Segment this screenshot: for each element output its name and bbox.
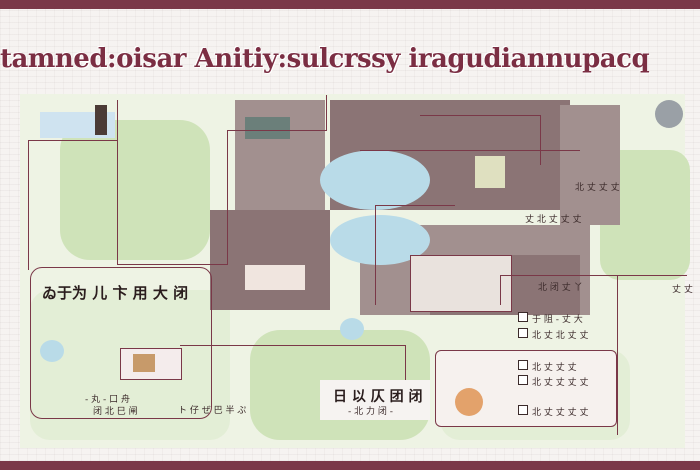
checkbox-icon [518, 375, 528, 385]
connector [117, 100, 118, 265]
map-inset [245, 117, 290, 139]
left-panel-label: ゐ于为 儿 卞 用 大 闭 [42, 284, 189, 302]
connector [375, 205, 455, 206]
book-icon [133, 354, 155, 372]
center-bottom-label: 日 以 仄 团 闭 [333, 389, 423, 405]
map-inset [410, 255, 512, 312]
connector [500, 275, 620, 276]
right-list-item: 北 丈 丈 丈 [532, 363, 577, 373]
terrain-block [210, 210, 330, 310]
connector [28, 140, 118, 141]
far-right-label: 丈 丈 [672, 285, 693, 295]
right-list-item: 北 丈 北 丈 丈 [532, 331, 589, 341]
checkbox-icon [518, 312, 528, 322]
top-right-label: 北 丈 丈 丈 [575, 183, 620, 193]
connector [617, 275, 687, 276]
connector [617, 275, 618, 435]
page-title: tamned:oisar Anitiy:sulcrssy iragudiannu… [0, 44, 650, 74]
connector [227, 130, 327, 131]
globe-icon [655, 100, 683, 128]
connector [360, 150, 580, 151]
right-list-item: 北 丈 丈 丈 丈 [532, 378, 589, 388]
connector [227, 130, 228, 265]
connector [500, 275, 501, 305]
left-panel [30, 267, 212, 419]
pond [40, 340, 64, 362]
bottom-left-caption: ト 仔 ぜ 巴 半 ぷ [178, 406, 247, 416]
person-icon [95, 105, 107, 135]
right-list: 北 闭 丈 丫 于 阻 - 丈 大 北 丈 北 丈 丈 北 丈 丈 丈 北 丈 … [510, 280, 605, 420]
top-border [0, 0, 700, 9]
center-bottom-caption: - 北 力 闭 - [348, 407, 393, 417]
pond [340, 318, 364, 340]
connector [375, 205, 376, 305]
lake [320, 150, 430, 210]
right-list-item: 北 丈 丈 丈 丈 [532, 408, 589, 418]
map-inset [245, 265, 305, 290]
mid-right-label: 丈 北 丈 丈 丈 [525, 215, 582, 225]
connector [117, 264, 227, 265]
left-small-label: - 丸 - 口 舟 [85, 395, 130, 405]
land-region [60, 120, 210, 260]
connector [540, 115, 541, 165]
person-icon [455, 388, 483, 416]
right-list-item: 于 阻 - 丈 大 [532, 315, 583, 325]
checkbox-icon [518, 328, 528, 338]
map-inset [475, 156, 505, 188]
right-list-item: 北 闭 丈 丫 [538, 283, 583, 293]
checkbox-icon [518, 405, 528, 415]
connector [420, 115, 540, 116]
connector [405, 345, 406, 410]
connector [28, 140, 29, 270]
terrain-block [560, 105, 620, 225]
checkbox-icon [518, 360, 528, 370]
bottom-border [0, 461, 700, 470]
connector [180, 345, 405, 346]
center-label-plate [320, 380, 430, 420]
left-small-label: 闭 北 巳 闸 [93, 407, 138, 417]
connector [326, 95, 327, 131]
